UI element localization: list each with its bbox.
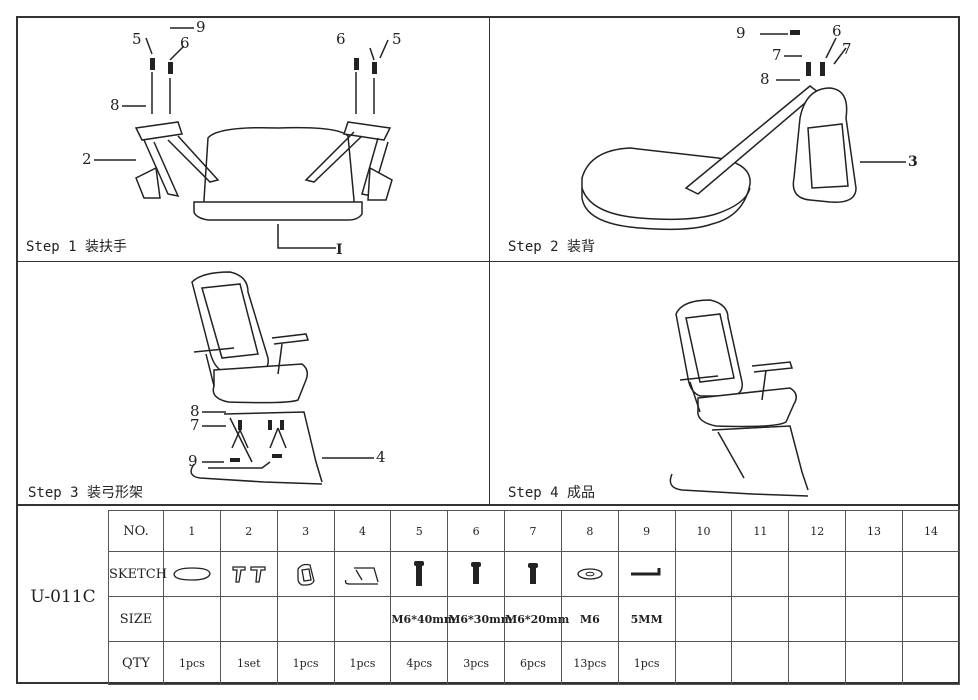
part-size: 5MM [617,596,676,642]
row-header-no: NO. [108,510,164,552]
part-size [276,596,335,642]
part-size: M6*40mm [390,596,456,642]
step-4-panel: Step 4 成品 [490,262,960,506]
part-qty: 1pcs [333,641,392,685]
part-number: 4 [333,510,392,552]
step-3-caption: Step 3 装弓形架 [28,485,144,501]
callout-1: I [336,242,343,258]
part-size [674,596,733,642]
part-qty: 4pcs [390,641,449,685]
armrest-icon [232,566,266,583]
step-1-diagram: 9 5 6 8 2 6 5 I [82,18,402,258]
part-size [219,596,278,642]
callout-8: 8 [190,402,200,420]
part-qty: 6pcs [504,641,562,685]
part-size [163,596,221,642]
part-size [901,596,961,642]
step-4-caption: Step 4 成品 [508,485,596,501]
part-number: 13 [845,510,903,552]
part-qty [731,641,790,685]
part-qty: 1pcs [617,641,676,685]
size-row: SIZE M6*40mm M6*30mm M6*20mm M6 5MM [108,596,961,642]
part-size: M6 [560,596,619,642]
callout-7: 7 [772,46,782,64]
part-qty: 1pcs [276,641,335,685]
step-2-caption: Step 2 装背 [508,239,596,255]
part-number: 14 [901,510,961,552]
part-number: 6 [447,510,506,552]
callout-7-right: 7 [842,40,852,58]
sled-base-icon [345,567,380,585]
bolt-medium-icon [471,562,482,584]
callout-6: 6 [832,22,842,40]
backrest-icon [296,563,315,586]
part-number: 5 [390,510,449,552]
part-number: 3 [276,510,335,552]
part-number: 2 [219,510,278,552]
callout-3: 3 [908,154,918,170]
washer-icon [577,568,603,580]
part-number: 11 [731,510,790,552]
bolt-short-icon [527,563,538,584]
row-header-size: SIZE [108,596,164,642]
qty-row: QTY 1pcs 1set 1pcs 1pcs 4pcs 3pcs 6pcs 1… [108,641,961,685]
part-qty [845,641,903,685]
part-qty: 13pcs [560,641,619,685]
part-number: 7 [504,510,562,552]
step-1-caption: Step 1 装扶手 [26,239,128,255]
assembly-sheet: 9 5 6 8 2 6 5 I Step 1 装扶手 [16,16,961,685]
part-qty [788,641,847,685]
hex-key-icon [630,568,661,576]
callout-9: 9 [188,452,198,470]
callout-9: 9 [196,18,206,36]
step-3-panel: 8 7 9 4 Step 3 装弓形架 [18,262,490,506]
callout-4: 4 [376,448,386,466]
part-qty: 3pcs [447,641,506,685]
callout-9: 9 [736,24,746,42]
bolt-long-icon [414,561,425,586]
row-header-sketch: SKETCH [108,551,167,597]
part-size [788,596,847,642]
part-number: 9 [617,510,676,552]
callout-6-right: 6 [336,30,346,48]
parts-table: NO. 1 2 3 4 5 6 7 8 9 10 11 12 13 14 SKE… [108,510,961,685]
callout-8: 8 [110,96,120,114]
part-size: M6*20mm [504,596,569,642]
part-size [333,596,392,642]
parts-list: U-011C NO. 1 2 3 4 5 6 7 8 9 10 11 12 13… [18,510,961,685]
part-qty: 1set [219,641,278,685]
part-size: M6*30mm [447,596,512,642]
step-3-diagram: 8 7 9 4 [188,271,386,485]
callout-7: 7 [190,416,200,434]
callout-6: 6 [180,34,190,52]
part-size [845,596,903,642]
step-2-panel: 9 6 7 7 8 3 Step 2 装背 [490,18,960,262]
part-qty [901,641,961,685]
callout-5: 5 [132,30,142,48]
row-header-qty: QTY [108,641,164,685]
part-number: 1 [163,510,221,552]
part-number: 8 [560,510,619,552]
part-qty [674,641,733,685]
step-4-diagram [669,299,809,497]
callout-2: 2 [82,150,92,168]
callout-5-right: 5 [392,30,402,48]
step-1-panel: 9 5 6 8 2 6 5 I Step 1 装扶手 [18,18,490,262]
part-number: 10 [674,510,733,552]
part-number: 12 [788,510,847,552]
number-row: NO. 1 2 3 4 5 6 7 8 9 10 11 12 13 14 [108,510,961,552]
step-2-diagram: 9 6 7 7 8 3 [581,22,918,231]
part-size [731,596,790,642]
part-qty: 1pcs [163,641,221,685]
sketch-row: SKETCH [108,551,961,597]
model-number: U-011C [18,510,109,684]
seat-icon [173,567,211,581]
callout-8: 8 [760,70,770,88]
